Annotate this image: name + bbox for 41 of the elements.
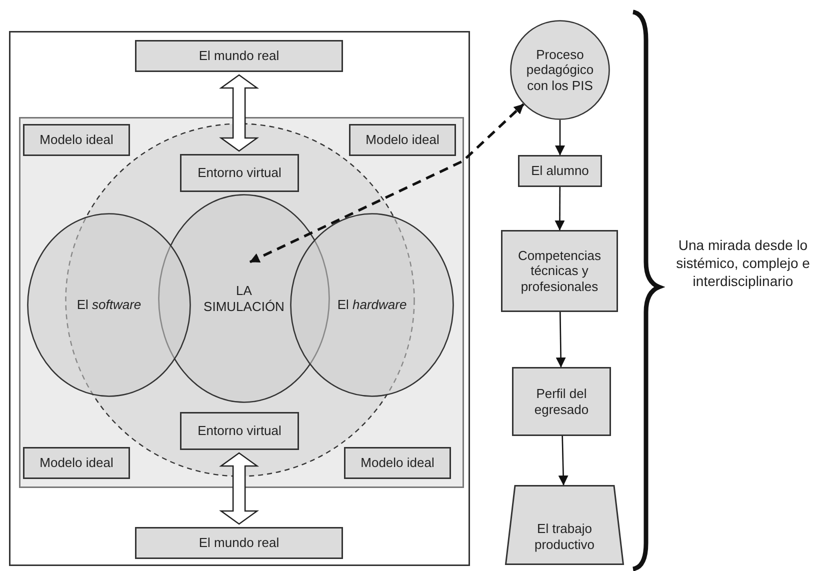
node-label: Proceso pedagógico con los PIS xyxy=(525,46,595,94)
process-box xyxy=(180,412,299,450)
node-label: Perfil del egresado xyxy=(533,386,590,418)
node-label: Entorno virtual xyxy=(198,423,282,439)
node-label: El mundo real xyxy=(198,48,280,64)
double-arrow xyxy=(219,74,260,152)
node-label: Entorno virtual xyxy=(198,165,282,181)
node-label: El mundo real xyxy=(198,535,280,551)
process-box xyxy=(135,40,343,72)
node-label: El hardware xyxy=(337,297,407,313)
process-box xyxy=(135,527,343,559)
node-label: Modelo ideal xyxy=(40,455,114,471)
ellipse-shape xyxy=(27,213,191,397)
node-label: El trabajo productivo xyxy=(534,521,596,553)
process-box xyxy=(23,447,130,479)
node-label: Competencias técnicas y profesionales xyxy=(516,248,602,294)
double-arrow xyxy=(219,452,260,525)
process-box xyxy=(344,447,451,479)
process-box xyxy=(349,124,456,156)
arrow xyxy=(555,120,565,156)
process-box xyxy=(518,155,602,187)
frame-box xyxy=(9,31,470,566)
node-label: LA SIMULACIÓN xyxy=(202,282,286,314)
process-box xyxy=(23,124,130,156)
background-panel xyxy=(19,117,464,488)
process-box xyxy=(501,230,618,312)
node-label: Modelo ideal xyxy=(360,455,434,471)
node-label: El software xyxy=(76,297,142,313)
process-box xyxy=(512,367,611,436)
arrow xyxy=(558,436,568,486)
node-label: El alumno xyxy=(531,163,589,179)
side-note: Una mirada desde lo sistémico, complejo e interdisciplinario xyxy=(675,236,811,291)
process-box xyxy=(180,154,299,192)
arrow xyxy=(554,187,565,230)
arrow xyxy=(556,312,566,368)
node-label: Modelo ideal xyxy=(366,132,440,148)
ellipse-shape xyxy=(290,213,454,397)
node-label: Modelo ideal xyxy=(40,132,114,148)
trapezoid-box xyxy=(505,485,624,565)
process-circle xyxy=(510,20,610,120)
dashed-arrow xyxy=(249,103,524,264)
